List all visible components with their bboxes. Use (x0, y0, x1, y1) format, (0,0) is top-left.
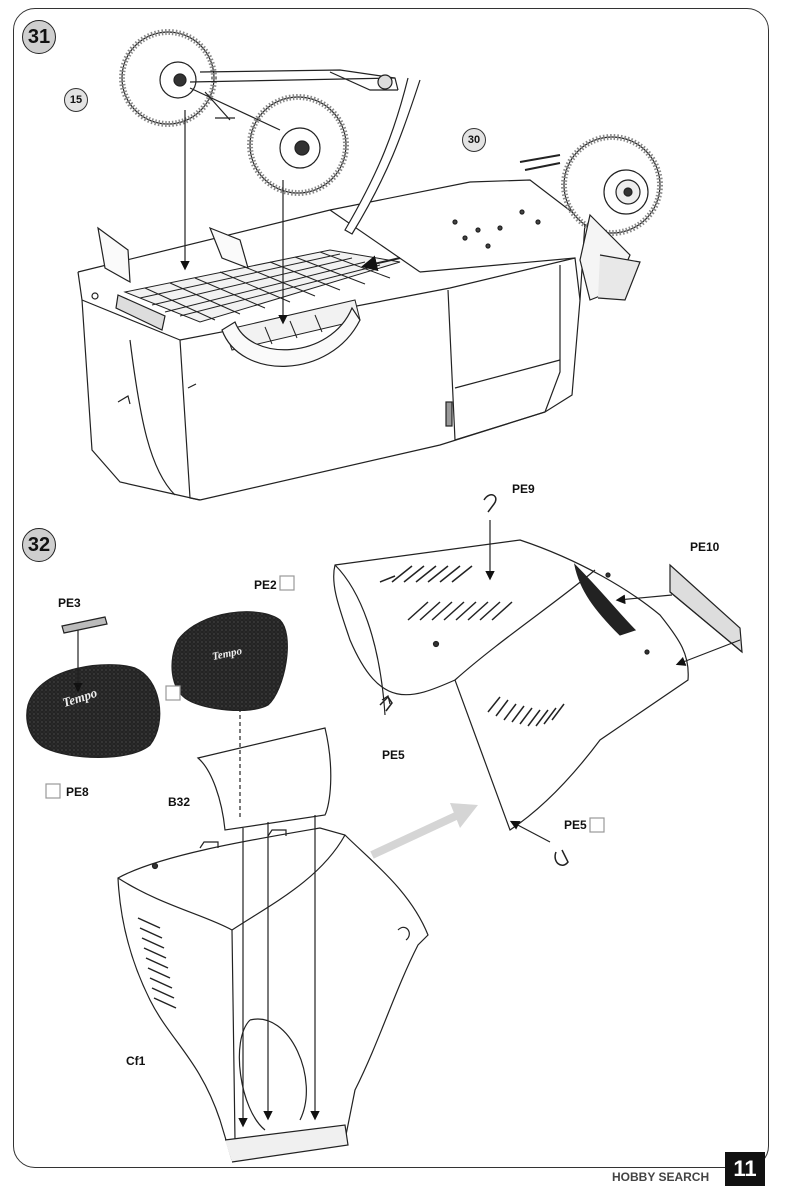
arrow-bracket (361, 255, 401, 272)
label-pe5-left: PE5 (382, 748, 405, 762)
callout-30: 30 (462, 128, 486, 152)
label-pe3: PE3 (58, 596, 81, 610)
cf1-hood (117, 827, 429, 1163)
label-pe10: PE10 (690, 540, 720, 554)
floor-slats (123, 249, 401, 351)
pe8-icon (45, 783, 61, 799)
rear-fender (97, 226, 131, 284)
mirror-icon (165, 685, 181, 701)
cf1-louvres (137, 917, 177, 1009)
rear-axle-assembly (119, 29, 399, 196)
pe8-grille (26, 664, 161, 758)
watermark: HOBBY SEARCH (612, 1170, 710, 1184)
upper-hood-panel (333, 539, 689, 831)
pe10-plate (669, 563, 743, 654)
pe5-icon (589, 817, 605, 833)
label-pe8: PE8 (66, 785, 89, 799)
step-31-badge: 31 (22, 20, 56, 54)
page-number: 11 (725, 1152, 765, 1186)
label-pe5-right: PE5 (564, 818, 587, 832)
pe3-emblem (61, 616, 108, 634)
label-pe2: PE2 (254, 578, 277, 592)
pe2-icon (279, 575, 295, 591)
pe5-clip-a (379, 695, 393, 712)
pe2-grille (171, 611, 288, 712)
b32-panel (196, 727, 332, 831)
upper-hood-louvres (379, 565, 565, 727)
direction-arrow (370, 811, 460, 859)
label-b32: B32 (168, 795, 191, 809)
page-frame (13, 8, 769, 1168)
pe5-clip-b (554, 849, 569, 866)
steering-bar (519, 154, 561, 171)
callout-15: 15 (64, 88, 88, 112)
pe9-clip (483, 494, 497, 513)
front-fender (221, 306, 361, 367)
front-wheel (561, 134, 663, 301)
label-cf1: Cf1 (126, 1054, 146, 1068)
exhaust-hose (344, 77, 421, 235)
step-32-badge: 32 (22, 528, 56, 562)
label-pe9: PE9 (512, 482, 535, 496)
